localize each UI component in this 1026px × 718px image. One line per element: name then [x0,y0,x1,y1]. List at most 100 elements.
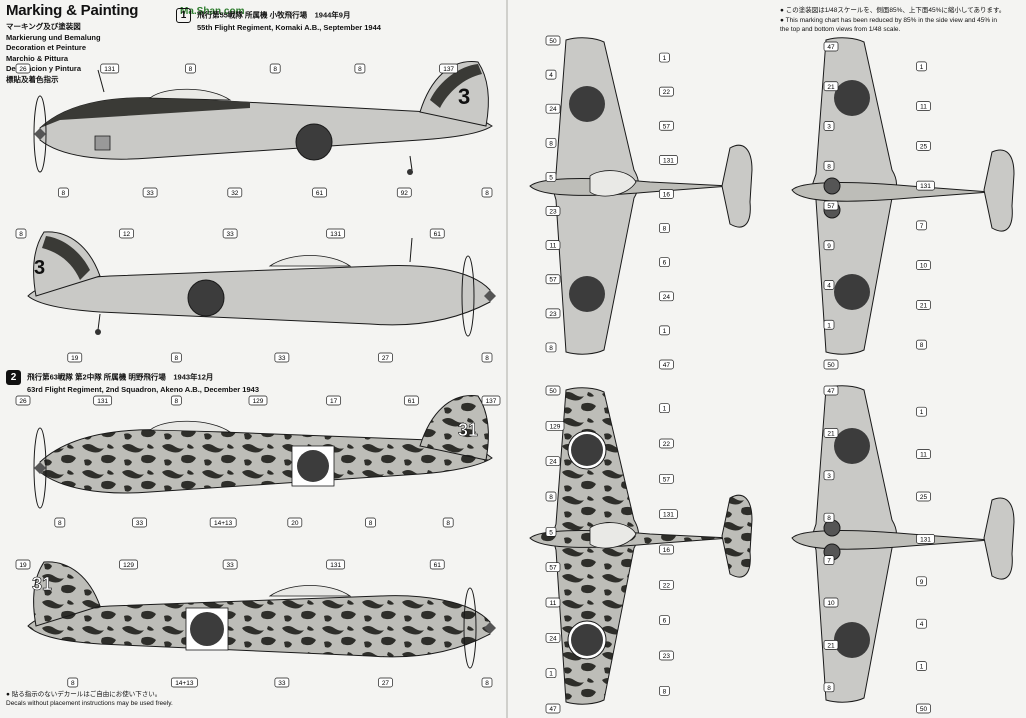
callout-badge: 137 [439,63,458,74]
callout-badge: 8 [185,63,196,74]
hinomaru-roundel-icon [571,434,603,466]
legend-line: マーキング及び塗装図 [6,22,81,31]
callout-badge: 21 [823,428,839,438]
plan-bottom-view-1 [791,37,1015,355]
side-view-2: 3 [27,231,496,337]
scheme-2-header: 2 飛行第63戦隊 第2中隊 所属機 明野飛行場 1943年12月 63rd F… [6,370,259,395]
callout-badge: 131 [916,534,935,544]
scheme-1-japanese: 飛行第55戦隊 所属機 小牧飛行場 1944年9月 [197,10,351,20]
callout-number: 33 [226,562,234,569]
callout-badge: 129 [248,395,268,406]
callout-badge: 131 [326,228,346,239]
callout-badge: 8 [54,517,66,528]
callout-badge: 57 [545,274,561,285]
callout-number: 8 [358,66,362,73]
callout-badge: 137 [481,395,501,406]
callout-number: 19 [71,355,79,362]
tail-number: 31 [32,574,52,594]
callout-badge: 8 [481,187,493,198]
callout-number: 131 [663,157,674,164]
callout-badge: 8 [170,352,182,363]
callout-badge: 16 [659,189,674,199]
callout-badge: 47 [545,703,561,714]
callout-labels: 2681313383286189213788191283333131276182… [15,35,935,714]
callout-number: 21 [827,642,835,649]
callout-badge: 8 [916,339,927,350]
callout-number: 8 [369,520,373,527]
legend-line: Markierung und Bemalung [6,32,101,42]
callout-number: 8 [485,680,489,687]
callout-number: 8 [58,520,62,527]
callout-badge: 8 [823,512,835,523]
page-title: Marking & Painting [6,2,139,19]
callout-number: 23 [549,209,557,216]
callout-badge: 1 [659,403,670,414]
legend-line: Decoracion y Pintura [6,64,82,74]
callout-number: 8 [827,685,831,692]
hinomaru-roundel-icon [834,80,870,116]
callout-badge: 17 [326,395,342,406]
callout-number: 1 [663,328,667,335]
propeller-icon [463,587,477,669]
callout-badge: 27 [378,677,393,688]
hinomaru-roundel-icon [834,428,870,464]
callout-badge: 11 [545,240,561,250]
callout-badge: 129 [545,420,565,431]
callout-number: 3 [827,124,831,131]
callout-number: 1 [549,671,553,678]
callout-badge: 61 [429,559,445,570]
callout-badge: 131 [659,509,678,520]
callout-number: 61 [434,562,442,569]
callout-badge: 33 [142,187,158,198]
callout-badge: 131 [916,180,935,191]
callout-badge: 129 [119,559,138,570]
callout-number: 4 [549,72,553,79]
callout-badge: 33 [222,559,238,570]
callout-badge: 27 [378,352,393,363]
callout-number: 57 [663,476,671,483]
callout-badge: 131 [100,63,120,74]
callout-badge: 8 [545,491,557,502]
callout-badge: 57 [659,120,674,131]
callout-badge: 11 [916,449,931,459]
callout-number: 50 [549,38,557,45]
callout-number: 131 [330,231,341,238]
callout-number: 50 [549,388,557,395]
callout-badge: 14+13 [209,517,237,528]
legend-line: Decoration et Peinture [6,43,87,53]
callout-number: 5 [549,529,553,536]
callout-badge: 8 [823,682,835,693]
callout-badge: 8 [365,517,376,528]
callout-number: 16 [663,547,671,554]
callout-number: 33 [226,231,234,238]
callout-badge: 26 [15,395,31,406]
callout-number: 129 [253,398,264,405]
side-view-1: 3 [33,61,493,175]
callout-number: 57 [827,203,835,210]
callout-number: 33 [146,190,154,197]
callout-badge: 14+13 [170,677,198,688]
callout-badge: 22 [659,438,674,449]
callout-badge: 131 [659,155,678,165]
callout-number: 131 [330,562,341,569]
callout-badge: 4 [823,280,835,290]
plan-top-view-1 [529,37,753,355]
callout-badge: 57 [659,473,674,484]
callout-number: 21 [920,302,928,309]
scheme-1-english: 55th Flight Regiment, Komaki A.B., Septe… [197,23,381,32]
callout-badge: 61 [403,395,419,406]
callout-badge: 50 [545,35,561,46]
callout-number: 8 [827,163,831,170]
callout-number: 137 [486,398,497,405]
callout-number: 1 [920,664,924,671]
callout-badge: 1 [916,661,927,671]
callout-number: 8 [175,398,179,405]
callout-badge: 47 [659,359,674,370]
language-legend: マーキング及び塗装図 Markierung und Bemalung Decor… [6,22,101,86]
callout-number: 47 [663,362,671,369]
callout-badge: 50 [545,385,561,396]
callout-badge: 3 [823,121,835,131]
scheme-1-header: 1 飛行第55戦隊 所属機 小牧飛行場 1944年9月 55th Flight … [176,8,381,33]
callout-number: 131 [920,183,931,190]
callout-badge: 5 [545,172,557,182]
